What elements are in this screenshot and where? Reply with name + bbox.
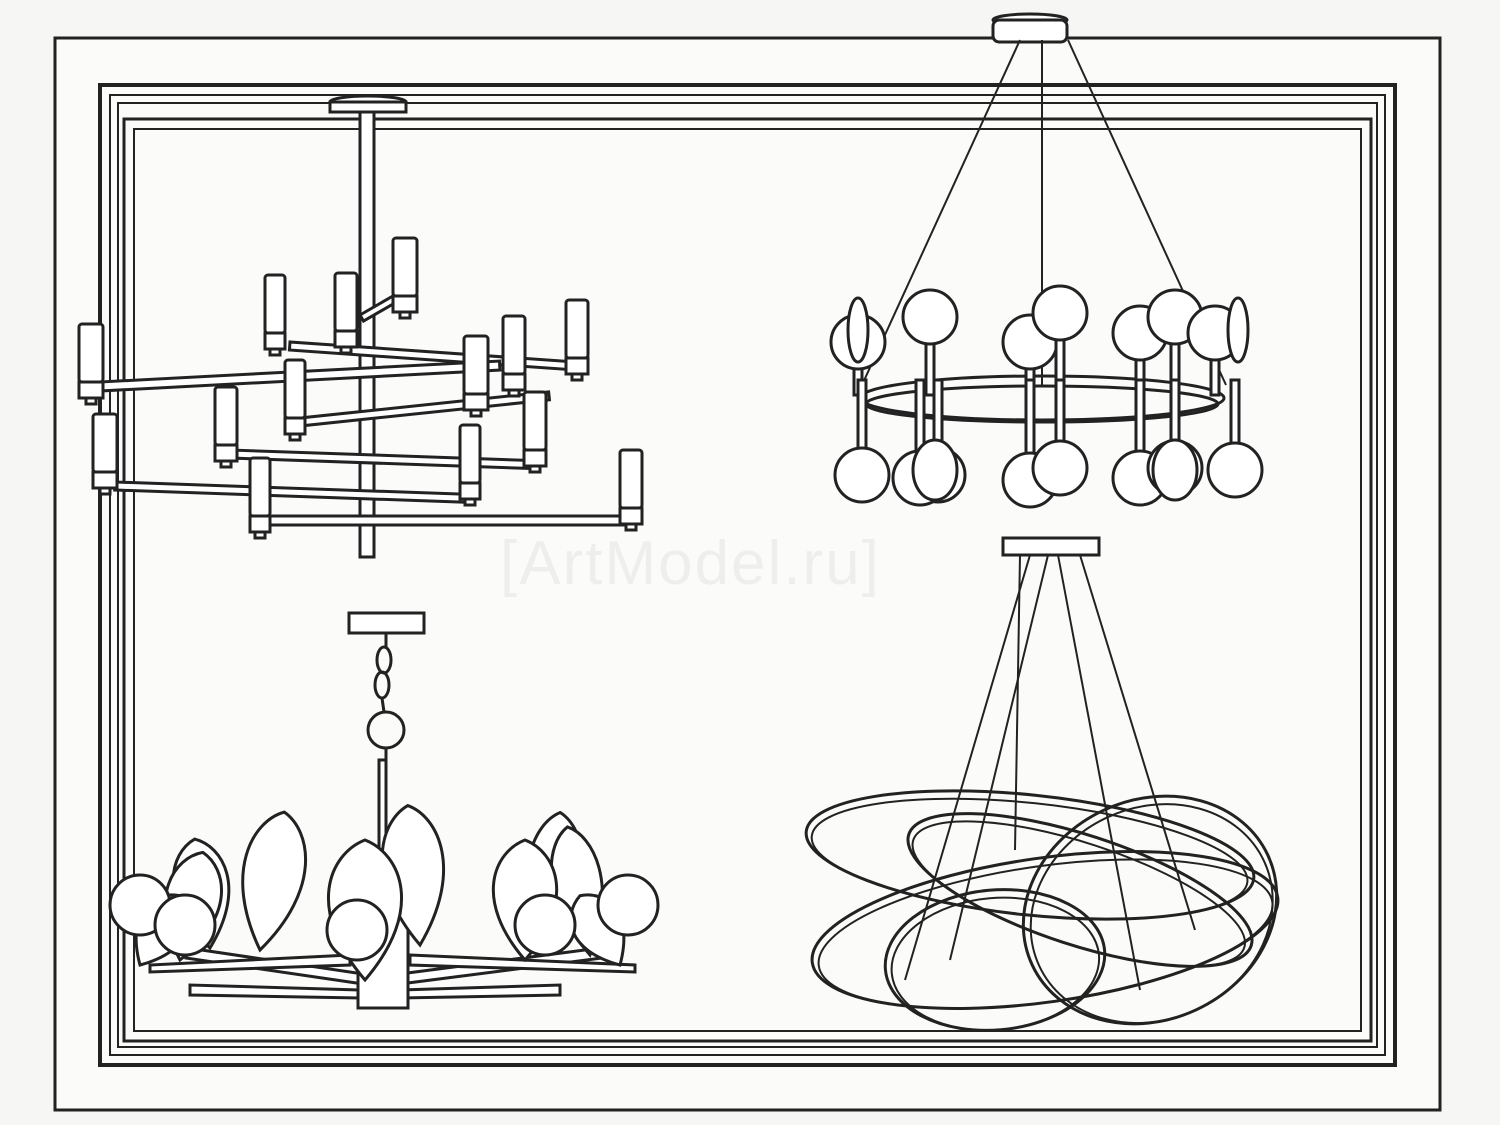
globe-pendant	[1001, 378, 1059, 509]
globe	[1206, 441, 1264, 499]
lamp-cylinder	[333, 271, 359, 355]
petal-chandelier	[108, 611, 660, 1010]
globe-pendants	[829, 284, 1264, 509]
petals-and-globes	[108, 803, 660, 983]
lamp-cylinder	[501, 314, 527, 398]
lamp-cylinder	[391, 236, 419, 320]
lamp-cylinder	[91, 412, 119, 496]
globe-pendant	[901, 288, 959, 397]
chain	[366, 633, 406, 760]
lamp-cylinder	[564, 298, 590, 382]
led-ring	[883, 888, 1107, 1032]
ceiling-canopy	[328, 94, 408, 114]
lamp-cylinder	[77, 322, 105, 406]
globe-pendant	[1031, 284, 1089, 397]
globe	[513, 893, 577, 957]
petal	[241, 810, 307, 953]
lamp-cylinder	[248, 456, 272, 540]
disc-side	[846, 296, 870, 364]
led-ring	[1021, 794, 1279, 1026]
disc-side	[1226, 296, 1250, 364]
disc-front	[911, 438, 959, 502]
globe	[596, 873, 660, 937]
globe-pendant	[1206, 378, 1264, 499]
lamp-cylinder	[458, 423, 482, 507]
lamp-cylinder	[213, 385, 239, 469]
globe	[153, 893, 217, 957]
globe	[901, 288, 959, 346]
lamp-cylinder	[618, 448, 644, 532]
ceiling-canopy	[991, 12, 1069, 44]
globe-pendant	[833, 378, 891, 504]
lamp-cylinders	[77, 236, 644, 540]
wall-panel-molding	[53, 36, 1442, 1112]
lamp-cylinder	[462, 334, 490, 418]
led-ring	[906, 812, 1254, 968]
globe-pendant	[1031, 378, 1089, 497]
disc-front	[1151, 438, 1199, 502]
globe	[325, 898, 389, 962]
globe	[833, 446, 891, 504]
led-ring-chandelier	[804, 536, 1280, 1032]
globe	[1031, 439, 1089, 497]
lamp-cylinder	[283, 358, 307, 442]
ceiling-canopy	[1001, 536, 1101, 557]
center-rod	[358, 110, 376, 559]
lamp-cylinder	[263, 273, 287, 357]
lamp-cylinder	[522, 390, 548, 474]
ceiling-canopy	[347, 611, 426, 635]
globe	[1031, 284, 1089, 342]
led-rings	[804, 789, 1280, 1032]
globe-ring-chandelier	[829, 12, 1264, 509]
staggered-arm-chandelier	[77, 94, 644, 559]
